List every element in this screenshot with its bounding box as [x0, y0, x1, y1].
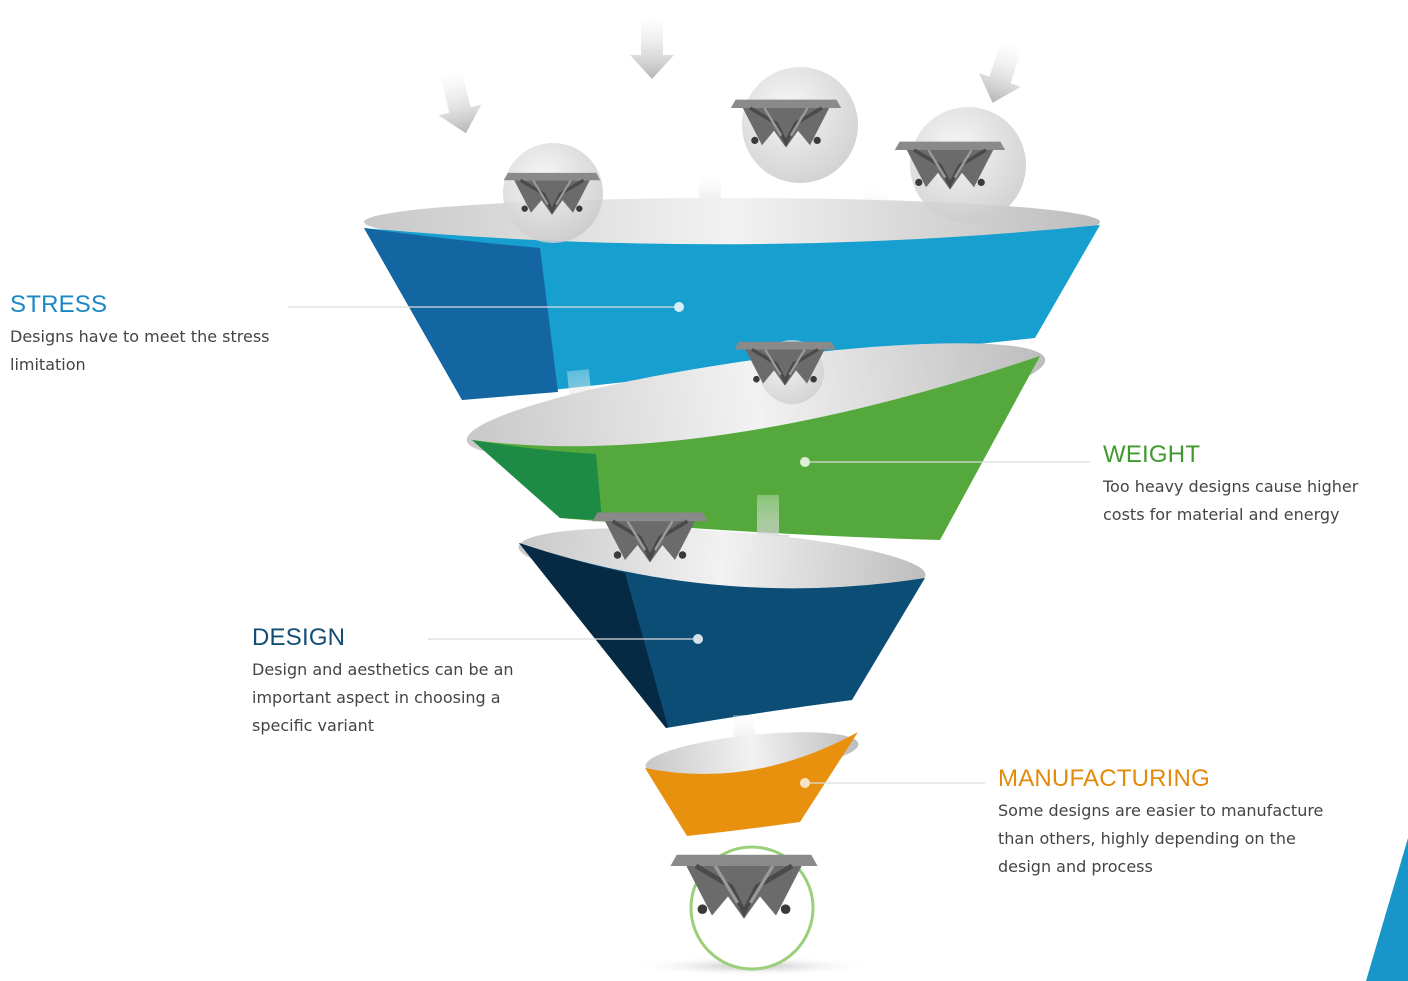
- stage-label-stress: STRESS Designs have to meet the stress l…: [10, 291, 330, 379]
- stage-description: Some designs are easier to manufacture t…: [998, 801, 1324, 876]
- stage-title: DESIGN: [252, 624, 346, 651]
- callout-dot-icon: [800, 778, 810, 788]
- callout-design: [428, 634, 703, 644]
- funnel-stage-manufacturing: [645, 715, 859, 836]
- stage-label-manufacturing: MANUFACTURING Some designs are easier to…: [998, 765, 1388, 881]
- bracket-part-icon: [728, 67, 858, 183]
- callout-weight: [800, 457, 1090, 467]
- bracket-part-icon: [892, 107, 1026, 223]
- stage-description: Design and aesthetics can be an importan…: [252, 660, 514, 735]
- down-arrow-icon: [971, 35, 1034, 110]
- bracket-part-icon: [502, 143, 603, 243]
- stage-label-weight: WEIGHT Too heavy designs cause higher co…: [1103, 441, 1403, 529]
- callout-dot-icon: [674, 302, 684, 312]
- callout-stress: [288, 302, 684, 312]
- callout-dot-icon: [800, 457, 810, 467]
- callout-manufacturing: [800, 778, 985, 788]
- corner-accent-shape: [1366, 838, 1408, 981]
- funnel-stage-weight: [466, 340, 1046, 540]
- down-arrow-icon: [630, 15, 674, 79]
- stage-label-design: DESIGN Design and aesthetics can be an i…: [252, 624, 572, 740]
- stage-description: Designs have to meet the stress limitati…: [10, 327, 270, 374]
- bracket-part-icon: [732, 340, 838, 404]
- stage-title: WEIGHT: [1103, 441, 1201, 468]
- stage-title: STRESS: [10, 291, 108, 318]
- funnel-stage-design: [518, 495, 926, 728]
- stage-description: Too heavy designs cause higher costs for…: [1103, 477, 1359, 524]
- result-part: [632, 845, 872, 976]
- down-arrow-icon: [428, 65, 488, 139]
- stage-title: MANUFACTURING: [998, 765, 1210, 792]
- callout-dot-icon: [693, 634, 703, 644]
